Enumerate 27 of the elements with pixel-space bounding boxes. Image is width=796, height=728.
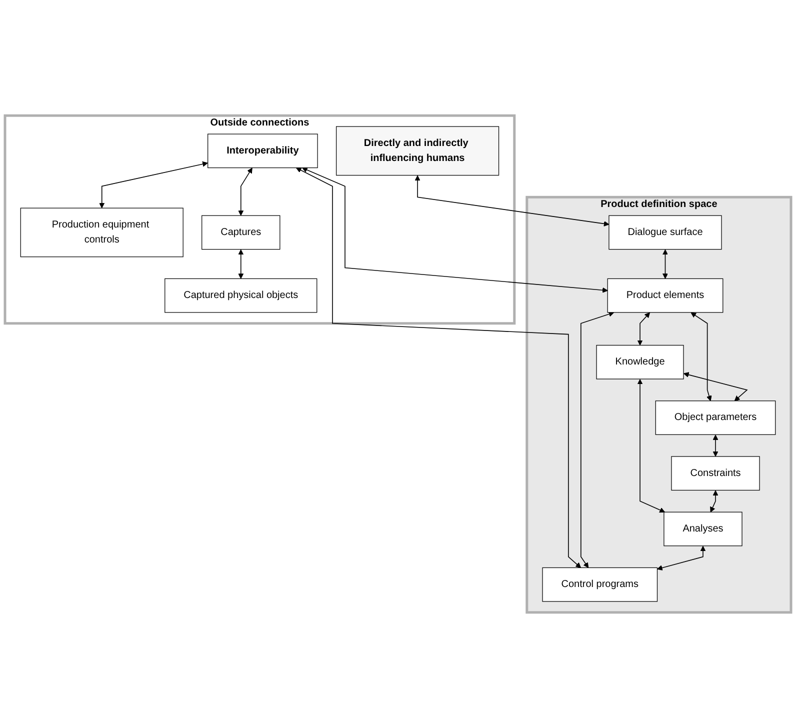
arrow — [712, 434, 718, 457]
arrow — [580, 311, 614, 568]
node-box: Captures — [202, 215, 280, 250]
arrow — [238, 168, 252, 216]
arrow — [637, 379, 666, 513]
arrow — [637, 312, 650, 346]
node-box: Directly and indirectly influencing humans — [336, 126, 500, 176]
arrow — [302, 167, 608, 293]
arrow — [684, 372, 748, 402]
node-box: Captured physical objects — [164, 278, 318, 313]
arrow — [710, 490, 718, 512]
node-box: Production equipment controls — [20, 208, 184, 258]
arrow — [662, 249, 668, 279]
node-box: Dialogue surface — [608, 215, 722, 250]
arrow — [296, 168, 582, 568]
arrow — [414, 175, 610, 226]
node-box: Analyses — [664, 512, 742, 546]
arrow — [657, 546, 706, 570]
arrow — [238, 249, 244, 279]
node-box: Object parameters — [655, 400, 776, 435]
node-box: Constraints — [671, 456, 760, 491]
arrow — [99, 161, 208, 208]
arrow — [690, 312, 712, 402]
node-box: Interoperability — [208, 134, 318, 168]
node-box: Knowledge — [596, 344, 684, 380]
node-box: Product elements — [607, 278, 724, 313]
node-box: Control programs — [542, 567, 658, 602]
